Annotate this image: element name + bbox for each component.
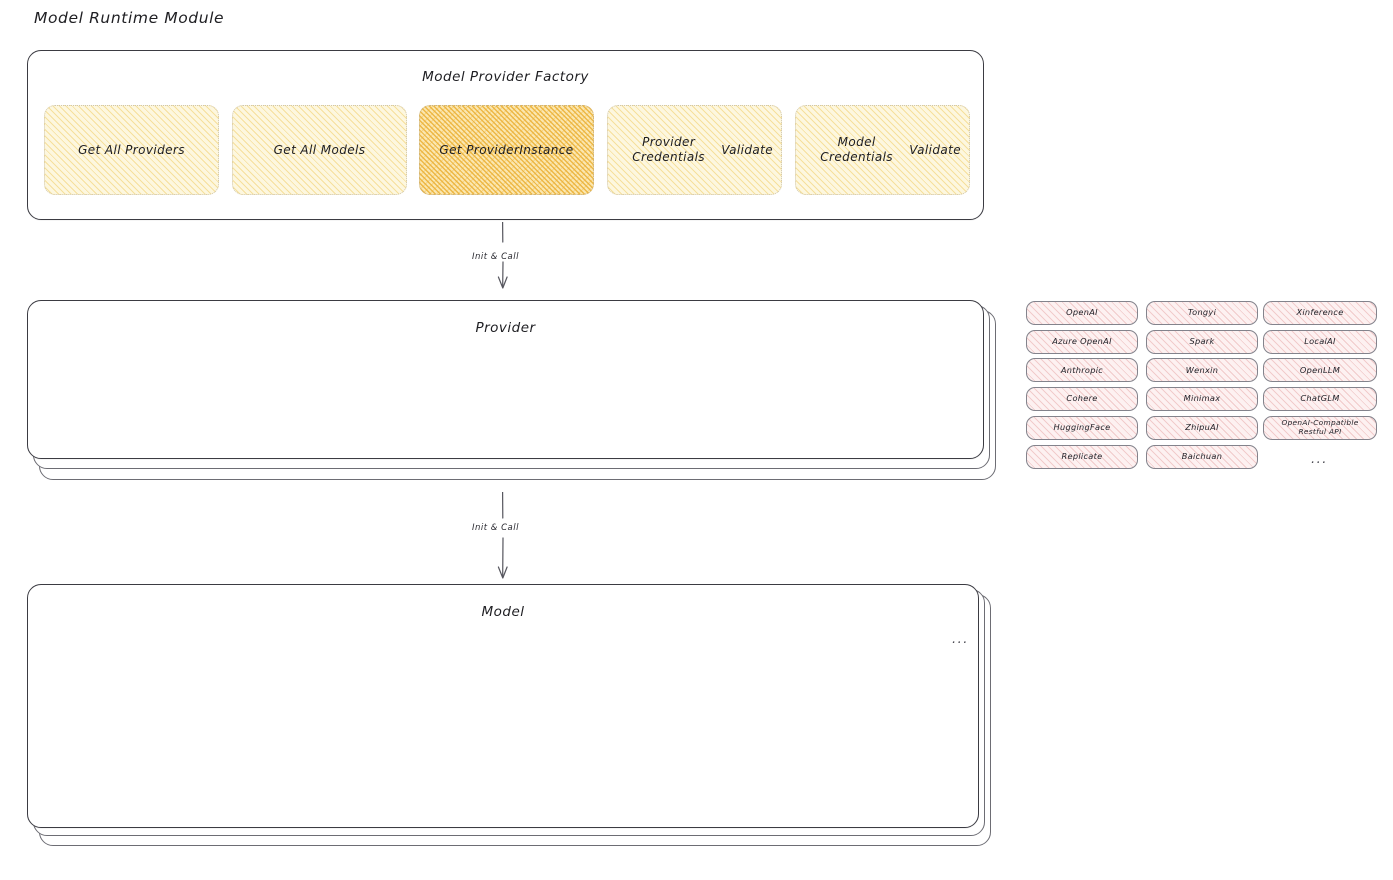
factory-box-1[interactable]: Get All Models: [232, 105, 407, 195]
provider-chip-2-0[interactable]: Xinference: [1263, 301, 1377, 325]
arrow-label-init-call-2: Init & Call: [472, 523, 519, 533]
provider-chip-2-2[interactable]: OpenLLM: [1263, 358, 1377, 383]
provider-chip-1-4[interactable]: ZhipuAI: [1146, 415, 1258, 440]
provider-chip-2-4[interactable]: OpenAI-Compatible Restful API: [1263, 415, 1377, 440]
provider-chip-2-3[interactable]: ChatGLM: [1263, 387, 1377, 412]
provider-list-more: ...: [1311, 452, 1328, 467]
arrow-factory-to-provider: [497, 222, 508, 289]
arrow-provider-to-model: [497, 492, 508, 579]
provider-chip-1-0[interactable]: Tongyi: [1146, 301, 1258, 325]
model-provider-factory-title: Model Provider Factory: [422, 69, 589, 85]
provider-chip-0-5[interactable]: Replicate: [1026, 444, 1138, 469]
provider-chip-1-1[interactable]: Spark: [1146, 329, 1258, 354]
arrow-label-init-call-1: Init & Call: [472, 252, 519, 262]
factory-box-0[interactable]: Get All Providers: [44, 105, 219, 195]
provider-chip-0-4[interactable]: HuggingFace: [1026, 415, 1138, 440]
provider-chip-0-3[interactable]: Cohere: [1026, 387, 1138, 412]
provider-chip-0-1[interactable]: Azure OpenAI: [1026, 329, 1138, 354]
provider-card: [27, 300, 984, 459]
provider-chip-0-0[interactable]: OpenAI: [1026, 301, 1138, 325]
model-types-more: ...: [952, 632, 969, 647]
provider-title: Provider: [475, 320, 536, 336]
model-title: Model: [481, 604, 525, 620]
page-title: Model Runtime Module: [34, 9, 225, 27]
provider-chip-1-5[interactable]: Baichuan: [1146, 444, 1258, 469]
provider-chip-1-2[interactable]: Wenxin: [1146, 358, 1258, 383]
provider-chip-1-3[interactable]: Minimax: [1146, 387, 1258, 412]
model-card: [27, 584, 979, 828]
provider-chip-2-1[interactable]: LocalAI: [1263, 329, 1377, 354]
provider-chip-0-2[interactable]: Anthropic: [1026, 358, 1138, 383]
